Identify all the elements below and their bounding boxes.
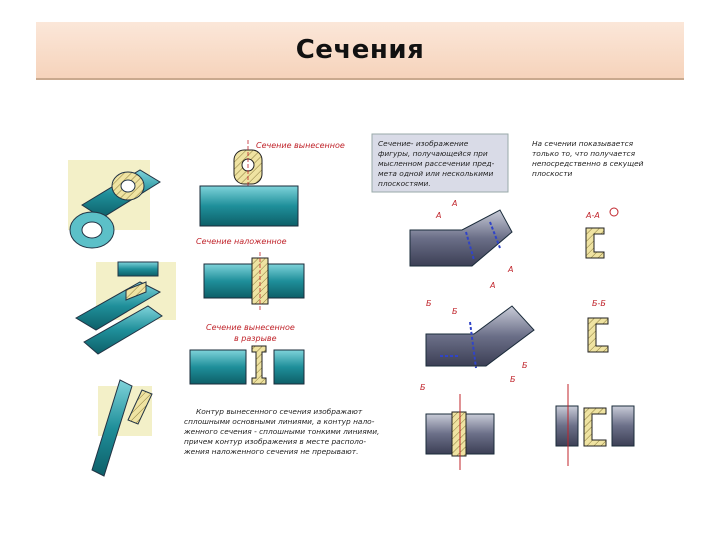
caption-removed: Сечение вынесенное <box>256 141 345 150</box>
svg-text:непосредственно в секущей: непосредственно в секущей <box>532 159 644 168</box>
label-b-1: Б <box>426 299 432 308</box>
svg-text:фигуры, получающейся при: фигуры, получающейся при <box>378 149 488 158</box>
label-a-3: А <box>507 265 513 274</box>
shaft-removed <box>199 185 299 227</box>
svg-text:На сечении показывается: На сечении показывается <box>532 139 634 148</box>
section-aa <box>585 207 619 259</box>
svg-text:плоскостями.: плоскостями. <box>378 179 431 188</box>
svg-text:плоскости: плоскости <box>532 169 572 178</box>
tube-right <box>555 384 635 466</box>
title-bar: Сечения <box>36 22 684 80</box>
definition-box <box>371 133 509 193</box>
iso-ibeam <box>75 261 176 355</box>
definition-text: Сечение- изображение фигуры, получающейс… <box>378 139 495 188</box>
shaft-in-break <box>189 345 305 385</box>
caption-in-break-2: в разрыве <box>234 334 277 343</box>
bent-part-b <box>425 305 535 369</box>
label-b-5: Б <box>420 383 426 392</box>
shaft-superimposed <box>203 252 305 310</box>
svg-text:сплошными основными линиями, а: сплошными основными линиями, а контур на… <box>184 417 375 426</box>
label-a-2: А <box>435 211 441 220</box>
svg-text:только то, что получается: только то, что получается <box>532 149 636 158</box>
caption-in-break-1: Сечение вынесенное <box>206 323 295 332</box>
slide-title: Сечения <box>295 35 425 65</box>
label-a-4: А <box>489 281 495 290</box>
svg-text:причем контур изображения в ме: причем контур изображения в месте распол… <box>184 437 366 446</box>
label-aa: А-А <box>585 211 600 220</box>
iso-cylinder <box>68 160 161 249</box>
bent-part-a <box>409 209 513 267</box>
note-right: На сечении показывается только то, что п… <box>532 139 644 178</box>
svg-text:Контур вынесенного сечения изо: Контур вынесенного сечения изображают <box>196 407 363 416</box>
tube-bottom <box>425 394 495 470</box>
svg-text:жения наложенного сечения не п: жения наложенного сечения не прерывают. <box>183 447 358 456</box>
caption-superimposed: Сечение наложенное <box>196 237 287 246</box>
svg-text:мета одной или несколькими: мета одной или несколькими <box>378 169 493 178</box>
label-b-2: Б <box>452 307 458 316</box>
label-b-3: Б <box>522 361 528 370</box>
label-bb: Б-Б <box>592 299 606 308</box>
svg-text:Сечение- изображение: Сечение- изображение <box>378 139 469 148</box>
note-bottom: Контур вынесенного сечения изображают сп… <box>183 407 379 456</box>
svg-text:мысленном рассечении пред-: мысленном рассечении пред- <box>378 159 495 168</box>
ring-section <box>233 140 263 188</box>
section-bb <box>587 317 609 353</box>
iso-small-beam <box>91 379 153 477</box>
svg-text:женного сечения - сплошными то: женного сечения - сплошными тонкими лини… <box>183 427 379 436</box>
label-b-4: Б <box>510 375 516 384</box>
label-a-1: А <box>451 199 457 208</box>
